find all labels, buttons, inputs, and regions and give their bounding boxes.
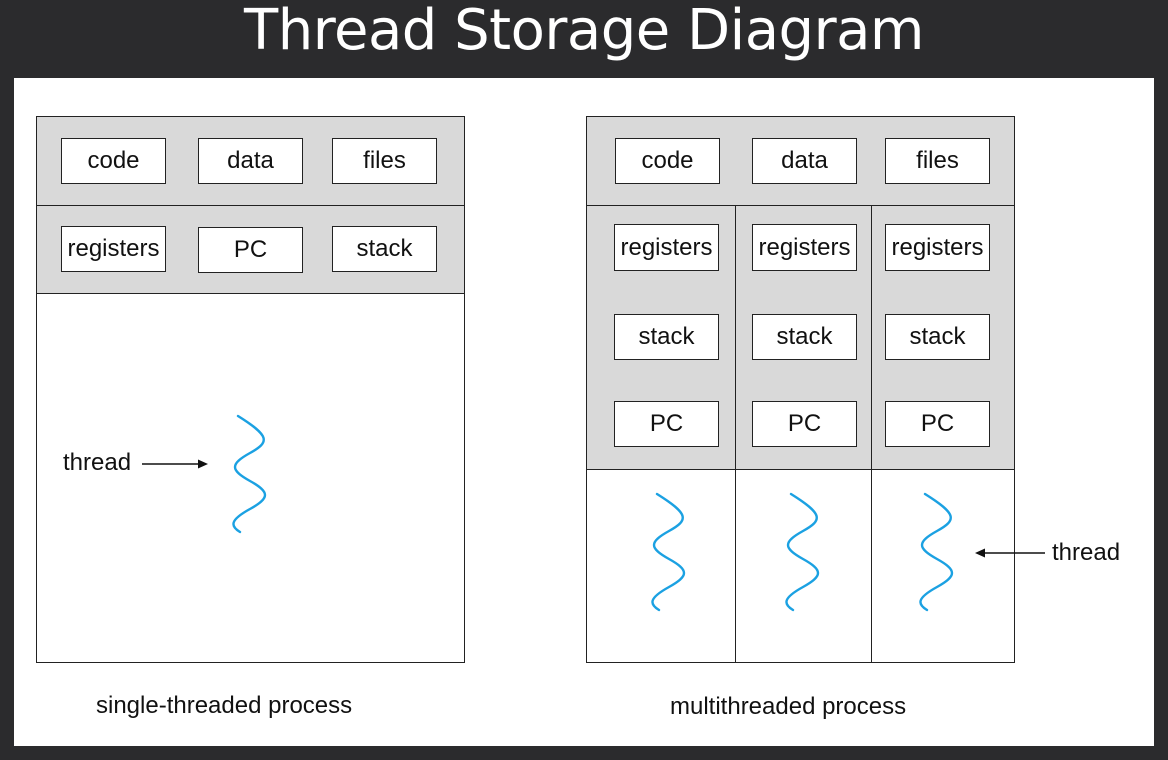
single-code-box: code — [61, 138, 166, 184]
single-thread-arrow — [142, 459, 208, 469]
thread2-registers-box: registers — [752, 224, 857, 271]
single-thread-wave-icon — [232, 414, 267, 534]
thread2-wave-icon — [785, 492, 820, 612]
single-files-box: files — [332, 138, 437, 184]
thread-divider — [871, 469, 872, 663]
thread3-stack-box: stack — [885, 314, 990, 360]
multi-caption: multithreaded process — [670, 693, 907, 720]
single-data-box: data — [198, 138, 303, 184]
thread1-pc-box: PC — [614, 401, 719, 447]
multi-code-box: code — [615, 138, 720, 184]
thread2-pc-box: PC — [752, 401, 857, 447]
single-body-section — [36, 293, 465, 663]
thread1-registers-box: registers — [614, 224, 719, 271]
multi-thread-label: thread — [1052, 539, 1121, 566]
thread3-pc-box: PC — [885, 401, 990, 447]
thread1-stack-box: stack — [614, 314, 719, 360]
multi-data-box: data — [752, 138, 857, 184]
single-pc-box: PC — [198, 227, 303, 273]
multi-files-box: files — [885, 138, 990, 184]
page-title: Thread Storage Diagram — [244, 0, 924, 63]
thread3-wave-icon — [919, 492, 954, 612]
single-caption: single-threaded process — [96, 692, 353, 719]
thread3-registers-box: registers — [885, 224, 990, 271]
thread-divider — [871, 205, 872, 663]
single-thread-label: thread — [63, 449, 132, 476]
multi-thread-arrow — [975, 548, 1045, 558]
diagram-canvas: code data files registers PC stack threa… — [14, 78, 1154, 746]
single-stack-box: stack — [332, 226, 437, 272]
thread-divider — [735, 469, 736, 663]
single-registers-box: registers — [61, 226, 166, 272]
thread1-wave-icon — [651, 492, 686, 612]
thread2-stack-box: stack — [752, 314, 857, 360]
thread-divider — [735, 205, 736, 663]
